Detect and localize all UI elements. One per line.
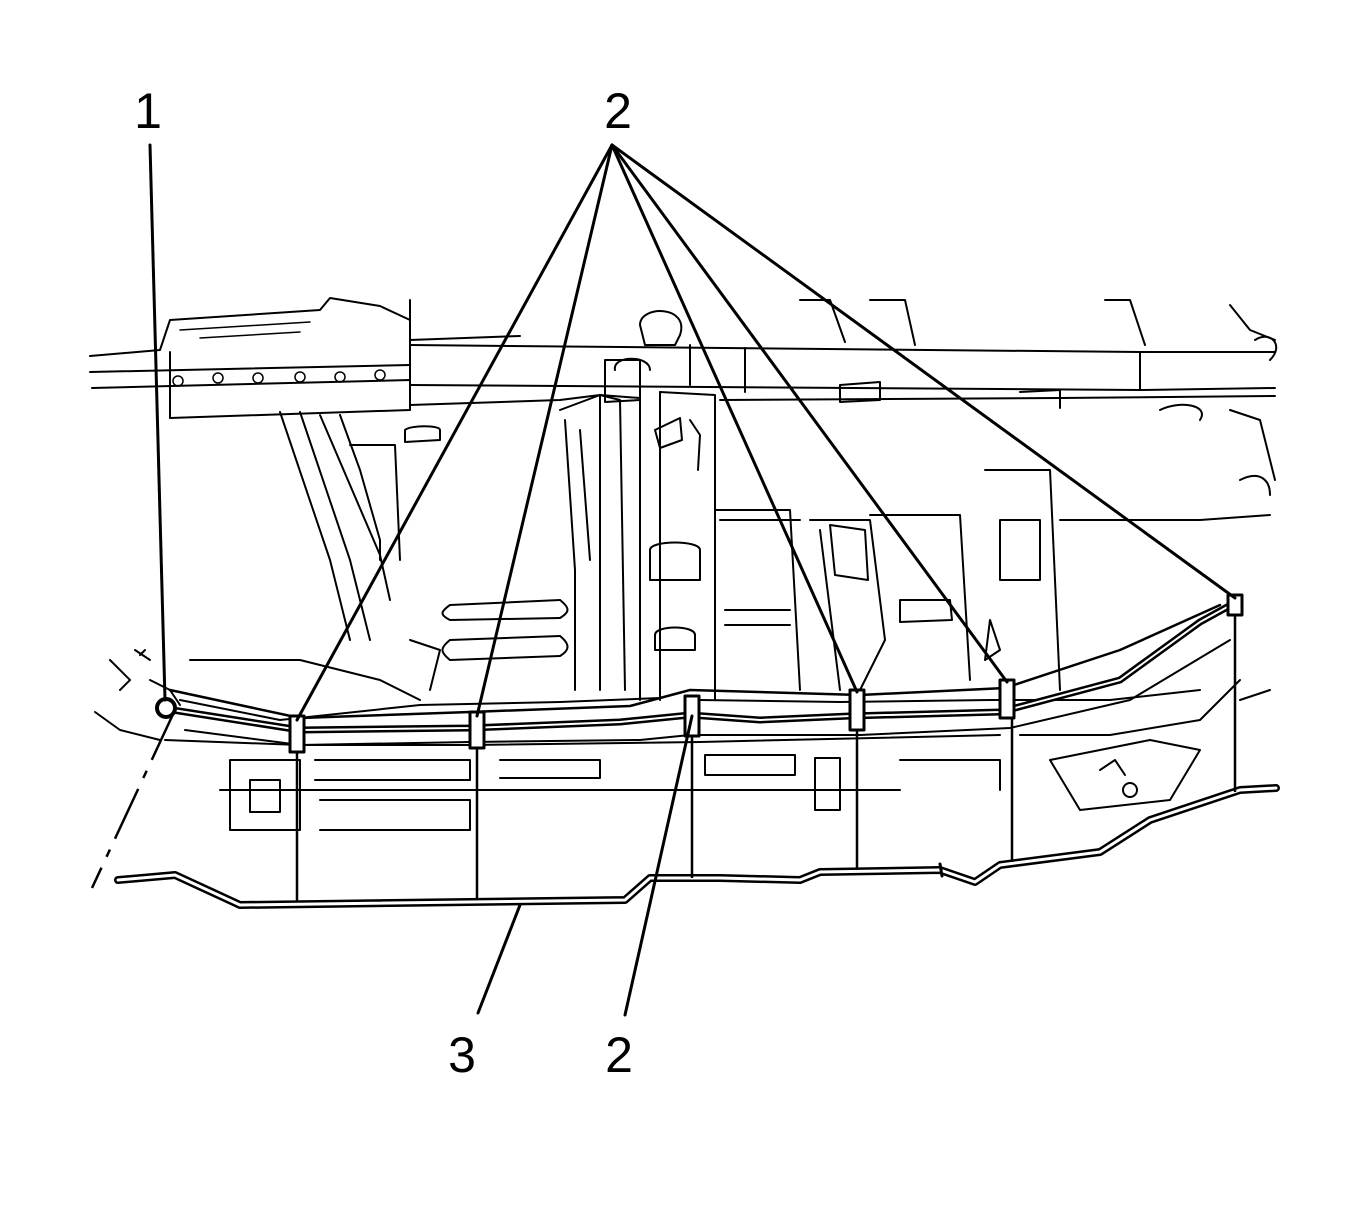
- leader-lines: [148, 143, 1237, 1017]
- projection-lines: [90, 615, 1237, 902]
- callout-3: 3: [448, 1027, 476, 1083]
- callout-1: 1: [134, 83, 162, 139]
- callout-2-top: 2: [604, 83, 632, 139]
- callout-2-bottom: 2: [605, 1027, 633, 1083]
- underbody-structure: [89, 297, 1278, 831]
- exploded-pipe: [114, 784, 1280, 909]
